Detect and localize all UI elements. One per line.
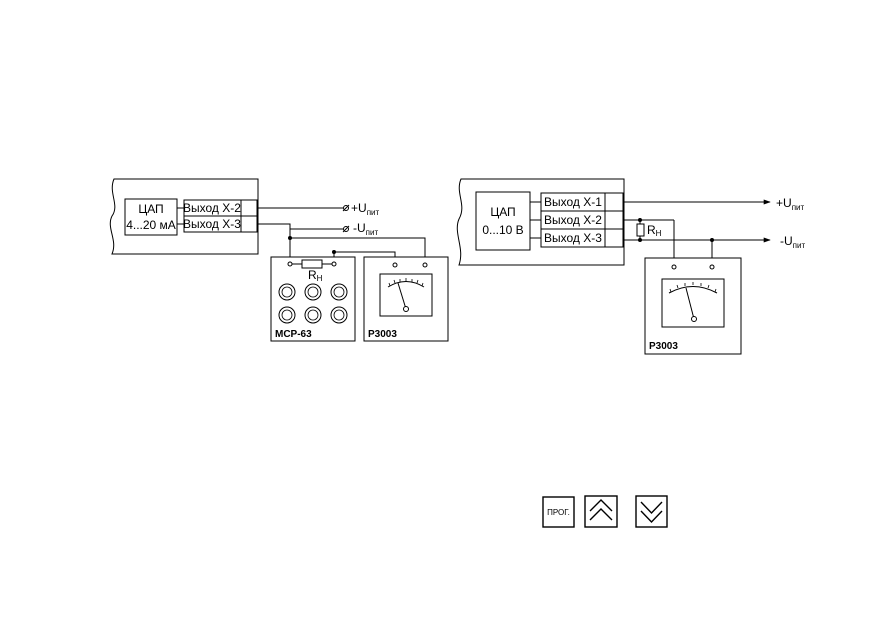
right-resistor-label: RН	[647, 223, 662, 238]
left-device-housing	[109, 178, 259, 255]
left-diagram: ЦАП 4...20 мА Выход Х-2 Выход Х-3 +Uпит …	[109, 178, 449, 342]
right-diagram: ЦАП 0...10 В Выход Х-1 Выход Х-2 Выход Х…	[456, 178, 805, 355]
right-supply-plus-label: +Uпит	[776, 196, 804, 212]
left-p3003-label: Р3003	[368, 329, 397, 340]
left-terminal-x3	[240, 215, 258, 233]
left-p3003-needle	[397, 282, 407, 310]
prog-button[interactable]: ПРОГ.	[542, 496, 575, 528]
right-terminal-x2	[604, 210, 624, 230]
left-dac-range: 4...20 мА	[126, 218, 176, 232]
left-resistor-label: RН	[308, 268, 323, 283]
right-p3003-needle	[685, 287, 695, 320]
left-resistor	[301, 259, 323, 269]
double-chevron-down-icon	[640, 501, 663, 524]
left-wire-minus	[257, 223, 343, 238]
left-dac-block	[124, 198, 178, 236]
right-dac-block	[475, 191, 531, 251]
right-output-x2-label: Выход Х-2	[544, 213, 602, 227]
up-button[interactable]	[584, 495, 618, 528]
down-button[interactable]	[635, 495, 668, 528]
right-output-x3-label: Выход Х-3	[544, 231, 602, 245]
right-output-x1-label: Выход Х-1	[544, 195, 602, 209]
prog-button-label: ПРОГ.	[547, 508, 570, 517]
right-terminal-x1	[604, 192, 624, 212]
left-supply-plus-label: +Uпит	[351, 201, 379, 217]
msr63-knobs	[278, 283, 348, 324]
left-output-x3-label: Выход Х-3	[183, 217, 241, 231]
double-chevron-up-icon	[589, 499, 613, 521]
left-dac-label: ЦАП	[138, 202, 163, 216]
right-p3003-label: Р3003	[649, 341, 678, 352]
right-supply-minus-label: -Uпит	[780, 234, 805, 250]
right-dac-label: ЦАП	[490, 205, 515, 219]
right-dac-range: 0...10 В	[482, 223, 523, 237]
left-output-x2-label: Выход Х-2	[183, 201, 241, 215]
left-terminal-x2	[240, 199, 258, 217]
left-wire-to-p3003-a	[290, 237, 426, 265]
msr63-device	[270, 256, 356, 342]
right-device-housing	[456, 178, 625, 266]
right-resistor	[636, 223, 645, 237]
right-terminal-x3	[604, 228, 624, 248]
left-supply-minus-label: -Uпит	[353, 221, 378, 237]
msr63-label: МСР-63	[275, 329, 312, 340]
